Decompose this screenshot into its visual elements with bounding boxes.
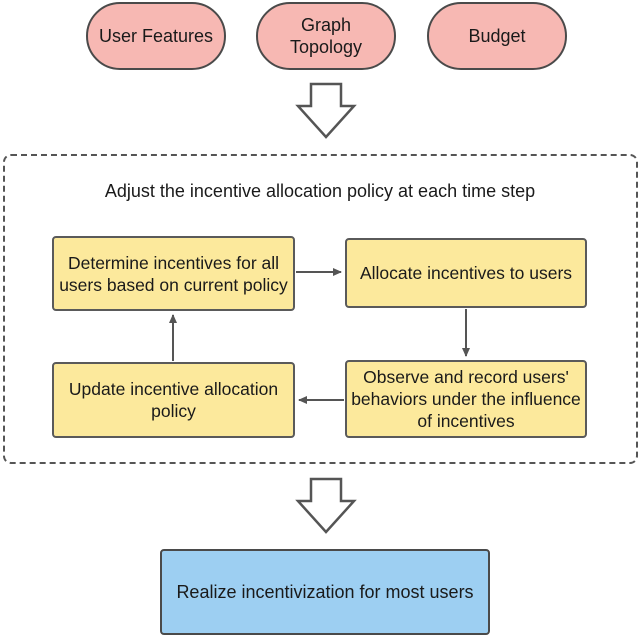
policy-loop-frame [3,154,638,464]
user-features-node: User Features [86,2,226,70]
step-determine-label: Determine incentives for all users based… [59,252,288,295]
budget-label: Budget [468,26,526,46]
hollow-down-arrow-top [295,82,357,139]
step-determine-incentives: Determine incentives for all users based… [52,236,295,311]
realize-incentivization-label: Realize incentivization for most users [176,581,474,602]
step-update-label: Update incentive allocation policy [68,379,279,421]
budget-node: Budget [427,2,567,70]
graph-topology-node: Graph Topology [256,2,396,70]
step-allocate-incentives: Allocate incentives to users [345,238,587,308]
step-update-policy: Update incentive allocation policy [52,362,295,438]
user-features-label: User Features [98,26,214,46]
step-allocate-label: Allocate incentives to users [359,263,573,283]
realize-incentivization-node: Realize incentivization for most users [160,549,490,635]
graph-topology-label: Graph Topology [289,15,363,57]
step-observe-behaviors: Observe and record users' behaviors unde… [345,360,587,438]
policy-loop-title: Adjust the incentive allocation policy a… [104,181,536,201]
hollow-down-arrow-bottom [295,477,357,534]
step-observe-label: Observe and record users' behaviors unde… [351,367,581,431]
